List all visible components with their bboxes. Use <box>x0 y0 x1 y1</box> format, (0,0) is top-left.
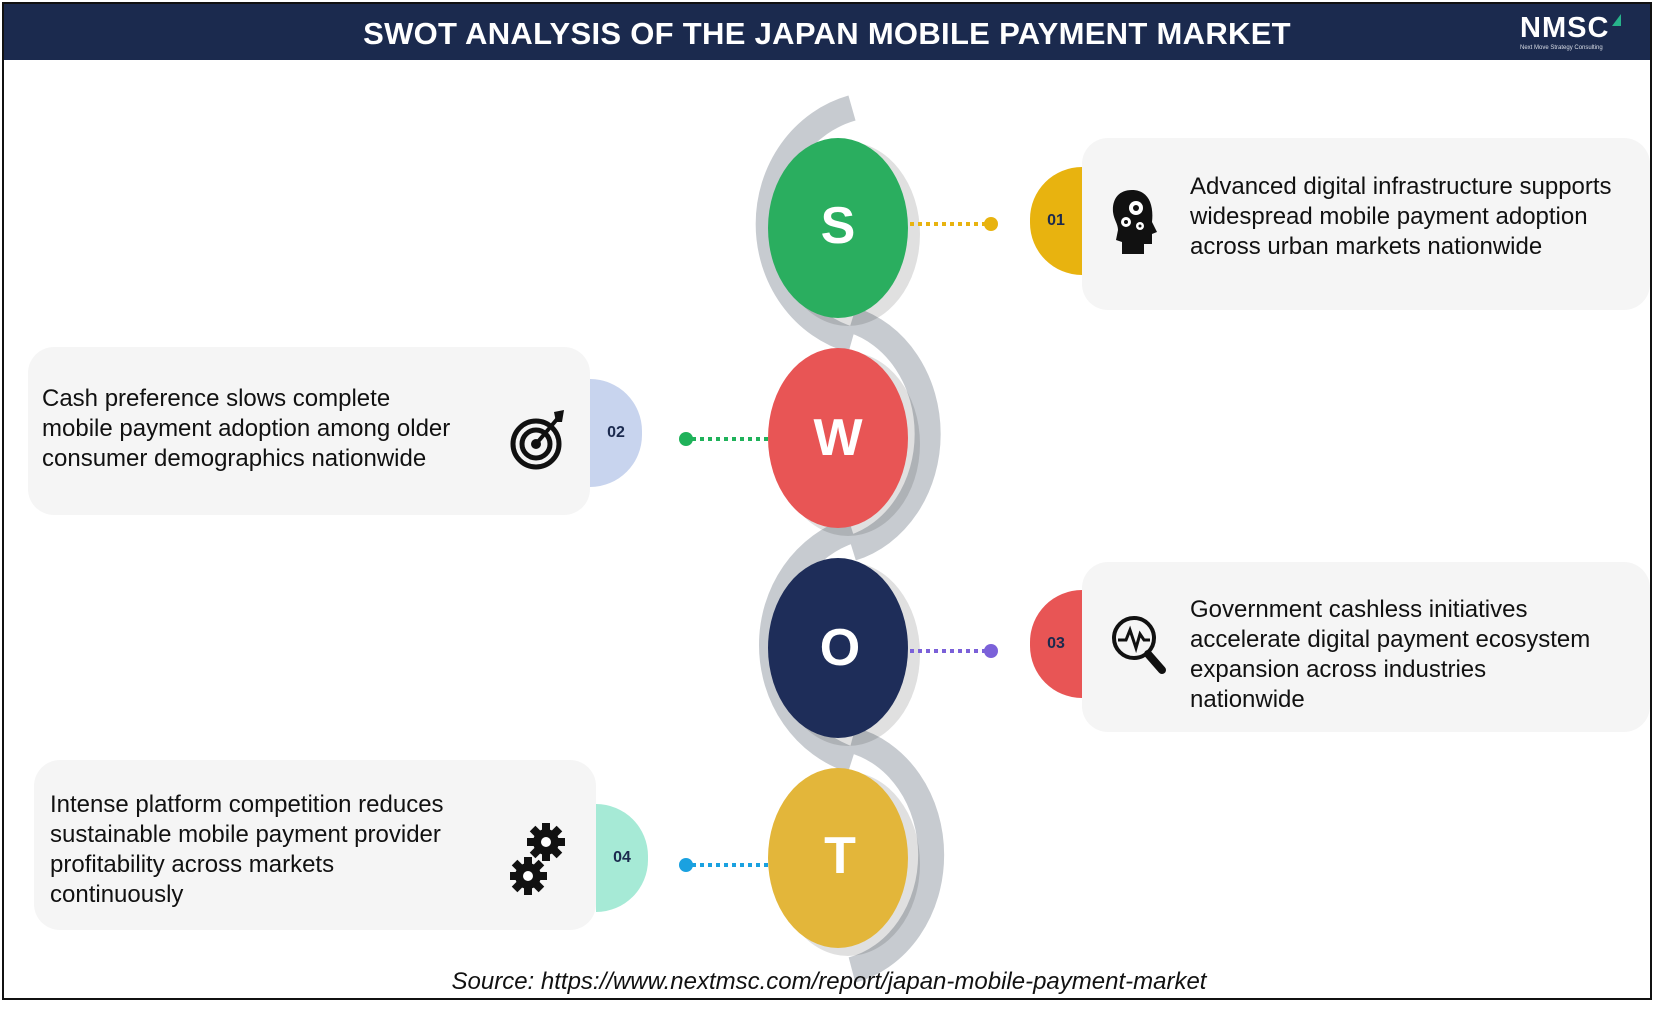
source-citation: Source: https://www.nextmsc.com/report/j… <box>451 968 1207 995</box>
letter-s: S <box>820 197 856 255</box>
text-line: sustainable mobile payment provider <box>50 821 441 848</box>
connector-dot-s <box>984 217 998 231</box>
spine-arc-t <box>848 727 945 983</box>
opportunity-circle <box>768 558 908 738</box>
text-line: widespread mobile payment adoption <box>1190 203 1588 230</box>
gears-icon <box>509 820 566 905</box>
logo-swoosh-icon <box>1612 14 1621 26</box>
magnifier-pulse-icon <box>1110 614 1166 681</box>
strength-circle <box>768 138 908 318</box>
connector-dot-w <box>679 432 693 446</box>
weakness-circle <box>768 348 908 528</box>
connector-dot-t <box>679 858 693 872</box>
text-line: consumer demographics nationwide <box>42 445 427 472</box>
weakness-card <box>28 347 590 515</box>
connector-dot-o <box>984 644 998 658</box>
threat-text: Intense platform competition reduces sus… <box>50 790 444 910</box>
header-bar: SWOT ANALYSIS OF THE JAPAN MOBILE PAYMEN… <box>4 4 1650 60</box>
nmsc-logo: NMSC Next Move Strategy Consulting <box>1520 12 1630 58</box>
head-gears-icon <box>1110 186 1160 261</box>
text-line: accelerate digital payment ecosystem <box>1190 626 1591 653</box>
threat-circle <box>768 768 908 948</box>
text-line: Cash preference slows complete <box>42 385 391 412</box>
strength-card <box>1082 138 1650 310</box>
text-line: across urban markets nationwide <box>1190 233 1543 260</box>
letter-w: W <box>813 409 863 467</box>
page-title: SWOT ANALYSIS OF THE JAPAN MOBILE PAYMEN… <box>363 16 1291 51</box>
weakness-text: Cash preference slows complete mobile pa… <box>42 384 450 474</box>
text-line: expansion across industries <box>1190 656 1487 683</box>
text-line: Intense platform competition reduces <box>50 791 444 818</box>
text-line: profitability across markets <box>50 851 335 878</box>
text-line: continuously <box>50 881 184 908</box>
text-line: Advanced digital infrastructure supports <box>1190 173 1612 200</box>
spine-arc-w <box>847 307 941 561</box>
logo-text: NMSC <box>1520 12 1610 44</box>
opportunity-card <box>1082 562 1650 732</box>
target-icon <box>510 408 566 477</box>
threat-card <box>34 760 596 930</box>
text-line: Government cashless initiatives <box>1190 596 1528 623</box>
text-line: nationwide <box>1190 686 1305 713</box>
text-line: mobile payment adoption among older <box>42 415 451 442</box>
strength-text: Advanced digital infrastructure supports… <box>1190 172 1612 262</box>
logo-tagline: Next Move Strategy Consulting <box>1520 45 1603 51</box>
letter-o: O <box>819 619 861 677</box>
letter-t: T <box>824 827 856 885</box>
opportunity-text: Government cashless initiatives accelera… <box>1190 595 1590 715</box>
